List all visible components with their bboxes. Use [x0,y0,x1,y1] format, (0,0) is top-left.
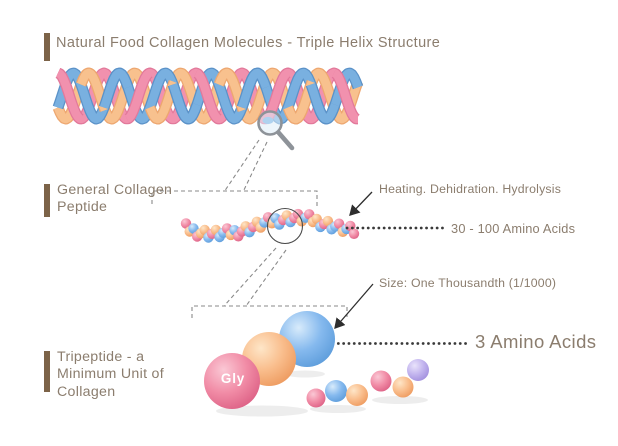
annotation-process: Heating. Dehidration. Hydrolysis [379,182,562,196]
triple-helix-illustration [52,67,364,125]
small-tripeptide-2 [370,359,429,398]
annotation-amino-count-30-100: 30 - 100 Amino Acids [451,221,576,236]
section-label-tripeptide: Tripeptide - a Minimum Unit of Collagen [57,349,164,400]
tripeptide-illustration [204,311,335,409]
zoom-connector-tripeptide [191,247,348,318]
magnifier-icon [257,110,295,151]
gly-sphere-label: Gly [220,371,246,386]
process-arrow [349,191,373,216]
size-arrow [334,283,374,329]
annotation-size-note: Size: One Thousandth (1/1000) [379,276,557,290]
section-bar-helix [44,33,50,61]
page-title: Natural Food Collagen Molecules - Triple… [56,35,441,51]
annotation-amino-count-3: 3 Amino Acids [475,331,597,352]
section-label-peptide: General Collagen Peptide [57,182,173,216]
section-bar-peptide [44,184,50,217]
peptide-cluster-illustration [180,208,360,243]
section-bar-tripeptide [44,351,50,392]
small-tripeptide-1 [306,380,368,408]
cluster-zoom-circle [266,207,304,245]
zoom-connector-peptide [151,139,318,206]
sphere-shadows [216,370,428,417]
